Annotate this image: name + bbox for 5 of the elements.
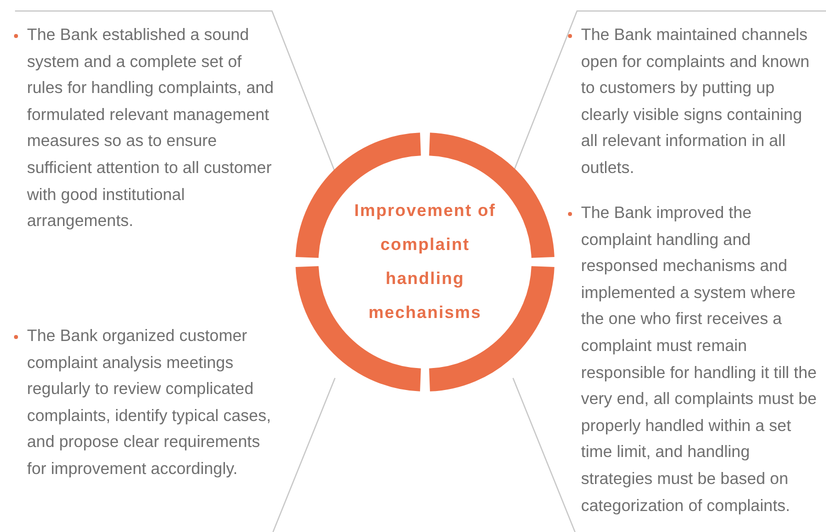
bullet-point: The Bank improved the complaint handling and responsed mechanisms and implemented a system where the one who first receives a complaint must remain responsible for handling it till the very end, all complaints must be properly handled within a set time limit, and handling strategies must be based on categorization of complaints. [568, 200, 818, 520]
bullet-point: The Bank established a sound system and a complete set of rules for handling complaints, and formulated relevant management measures so as to ensure sufficient attention to all customer with good institutional arrangements. [14, 22, 276, 235]
center-title: Improvement of complaint handling mechanisms [353, 200, 497, 324]
bullet-point: The Bank organized customer complaint analysis meetings regularly to review complicated complaints, identify typical cases, and propose clear requirements for improvement accordingly. [14, 323, 276, 483]
bullet-point: The Bank maintained channels open for complaints and known to customers by putting up clearly visible signs containing all relevant information in all outlets. [568, 22, 818, 182]
